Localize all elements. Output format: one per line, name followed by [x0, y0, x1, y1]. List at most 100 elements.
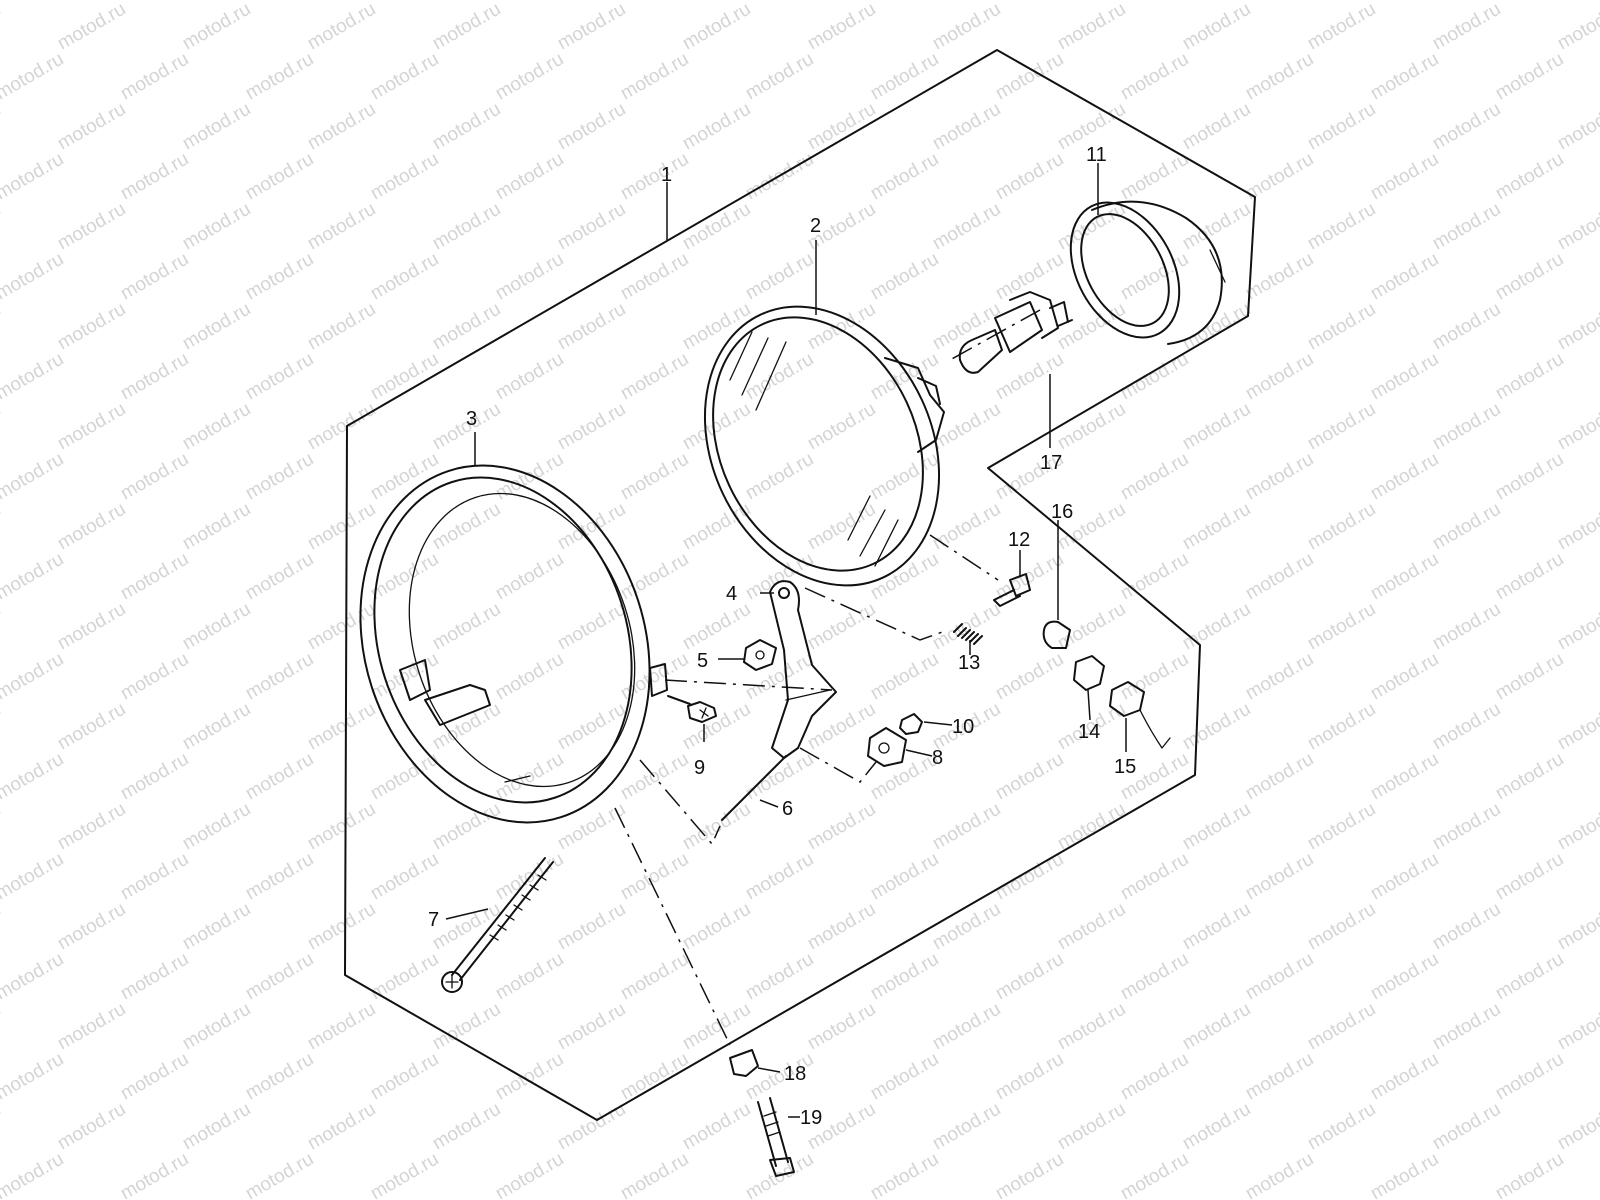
- watermark-text: motod.ru: [429, 1099, 504, 1155]
- watermark-text: motod.ru: [1054, 0, 1129, 54]
- watermark-text: motod.ru: [1492, 149, 1567, 205]
- watermark-text: motod.ru: [929, 1099, 1004, 1155]
- watermark-text: motod.ru: [429, 299, 504, 355]
- watermark-text: motod.ru: [242, 149, 317, 205]
- watermark-text: motod.ru: [1117, 449, 1192, 505]
- watermark-text: motod.ru: [867, 1049, 942, 1105]
- watermark-text: motod.ru: [992, 649, 1067, 705]
- watermark-text: motod.ru: [1429, 1099, 1504, 1155]
- watermark-text: motod.ru: [179, 899, 254, 955]
- watermark-text: motod.ru: [1179, 499, 1254, 555]
- assembly-outline: [344, 49, 1256, 1121]
- watermark-text: motod.ru: [1429, 299, 1504, 355]
- watermark-text: motod.ru: [929, 999, 1004, 1055]
- watermark-text: motod.ru: [1429, 899, 1504, 955]
- watermark-text: motod.ru: [1304, 299, 1379, 355]
- watermark-text: motod.ru: [1492, 249, 1567, 305]
- callout-3: 3: [466, 408, 477, 430]
- watermark-text: motod.ru: [54, 499, 129, 555]
- watermark-text: motod.ru: [0, 499, 4, 555]
- leader-lines: [445, 163, 1127, 1118]
- watermark-text: motod.ru: [1179, 699, 1254, 755]
- watermark-text: motod.ru: [304, 0, 379, 54]
- watermark-text: motod.ru: [179, 1099, 254, 1155]
- watermark-text: motod.ru: [1179, 599, 1254, 655]
- watermark-text: motod.ru: [492, 149, 567, 205]
- callout-9: 9: [694, 757, 705, 779]
- watermark-text: motod.ru: [804, 999, 879, 1055]
- watermark-text: motod.ru: [1492, 349, 1567, 405]
- callout-1: 1: [661, 164, 672, 186]
- callout-16: 16: [1051, 501, 1073, 523]
- watermark-text: motod.ru: [1429, 599, 1504, 655]
- watermark-text: motod.ru: [679, 899, 754, 955]
- watermark-text: motod.ru: [1117, 649, 1192, 705]
- watermark-text: motod.ru: [304, 999, 379, 1055]
- watermark-text: motod.ru: [367, 249, 442, 305]
- callout-18: 18: [784, 1063, 806, 1085]
- watermark-text: motod.ru: [1429, 199, 1504, 255]
- bolt-19: [757, 1097, 795, 1177]
- watermark-text: motod.ru: [117, 249, 192, 305]
- watermark-text: motod.ru: [1554, 899, 1600, 955]
- watermark-text: motod.ru: [0, 849, 67, 905]
- watermark-text: motod.ru: [804, 99, 879, 155]
- watermark-text: motod.ru: [1242, 549, 1317, 605]
- watermark-text: motod.ru: [992, 349, 1067, 405]
- watermark-text: motod.ru: [179, 0, 254, 54]
- watermark-text: motod.ru: [117, 149, 192, 205]
- callout-5: 5: [697, 650, 708, 672]
- watermark-text: motod.ru: [1554, 499, 1600, 555]
- cap-nut-10: [899, 713, 923, 735]
- watermark-text: motod.ru: [54, 399, 129, 455]
- watermark-text: motod.ru: [0, 1049, 67, 1105]
- watermark-text: motod.ru: [117, 649, 192, 705]
- screw-9: [667, 695, 717, 723]
- watermark-text: motod.ru: [1554, 999, 1600, 1055]
- watermark-text: motod.ru: [617, 149, 692, 205]
- watermark-text: motod.ru: [1554, 299, 1600, 355]
- watermark-text: motod.ru: [1242, 249, 1317, 305]
- watermark-text: motod.ru: [117, 1049, 192, 1105]
- watermark-text: motod.ru: [742, 0, 817, 4]
- callout-13: 13: [958, 652, 980, 674]
- watermark-text: motod.ru: [0, 649, 67, 705]
- watermark-text: motod.ru: [929, 499, 1004, 555]
- headlight-unit: [703, 305, 945, 587]
- watermark-text: motod.ru: [617, 1049, 692, 1105]
- watermark-text: motod.ru: [617, 0, 692, 4]
- watermark-text: motod.ru: [992, 149, 1067, 205]
- watermark-text: motod.ru: [1242, 749, 1317, 805]
- watermark-text: motod.ru: [304, 299, 379, 355]
- callout-12: 12: [1008, 529, 1030, 551]
- callout-17: 17: [1040, 452, 1062, 474]
- watermark-text: motod.ru: [117, 749, 192, 805]
- watermark-text: motod.ru: [1492, 0, 1567, 4]
- watermark-text: motod.ru: [1554, 399, 1600, 455]
- watermark-text: motod.ru: [429, 899, 504, 955]
- watermark-text: motod.ru: [492, 1149, 567, 1200]
- watermark-text: motod.ru: [117, 0, 192, 4]
- watermark-text: motod.ru: [992, 1149, 1067, 1200]
- watermark-text: motod.ru: [0, 199, 4, 255]
- watermark-text: motod.ru: [117, 1149, 192, 1200]
- watermark-text: motod.ru: [54, 599, 129, 655]
- watermark-text: motod.ru: [242, 349, 317, 405]
- watermark-text: motod.ru: [367, 1149, 442, 1200]
- watermark-text: motod.ru: [0, 149, 67, 205]
- cap-18: [729, 1049, 759, 1077]
- socket-with-wire: [1109, 681, 1171, 749]
- watermark-text: motod.ru: [1179, 1099, 1254, 1155]
- watermark-text: motod.ru: [679, 0, 754, 54]
- watermark-text: motod.ru: [554, 199, 629, 255]
- watermark-text: motod.ru: [54, 199, 129, 255]
- watermark-text: motod.ru: [1554, 99, 1600, 155]
- watermark-text: motod.ru: [429, 699, 504, 755]
- watermark-text: motod.ru: [367, 49, 442, 105]
- watermark-text: motod.ru: [679, 799, 754, 855]
- watermark-text: motod.ru: [554, 599, 629, 655]
- watermark-text: motod.ru: [242, 849, 317, 905]
- watermark-text: motod.ru: [1304, 199, 1379, 255]
- watermark-text: motod.ru: [1117, 149, 1192, 205]
- watermark-text: motod.ru: [367, 449, 442, 505]
